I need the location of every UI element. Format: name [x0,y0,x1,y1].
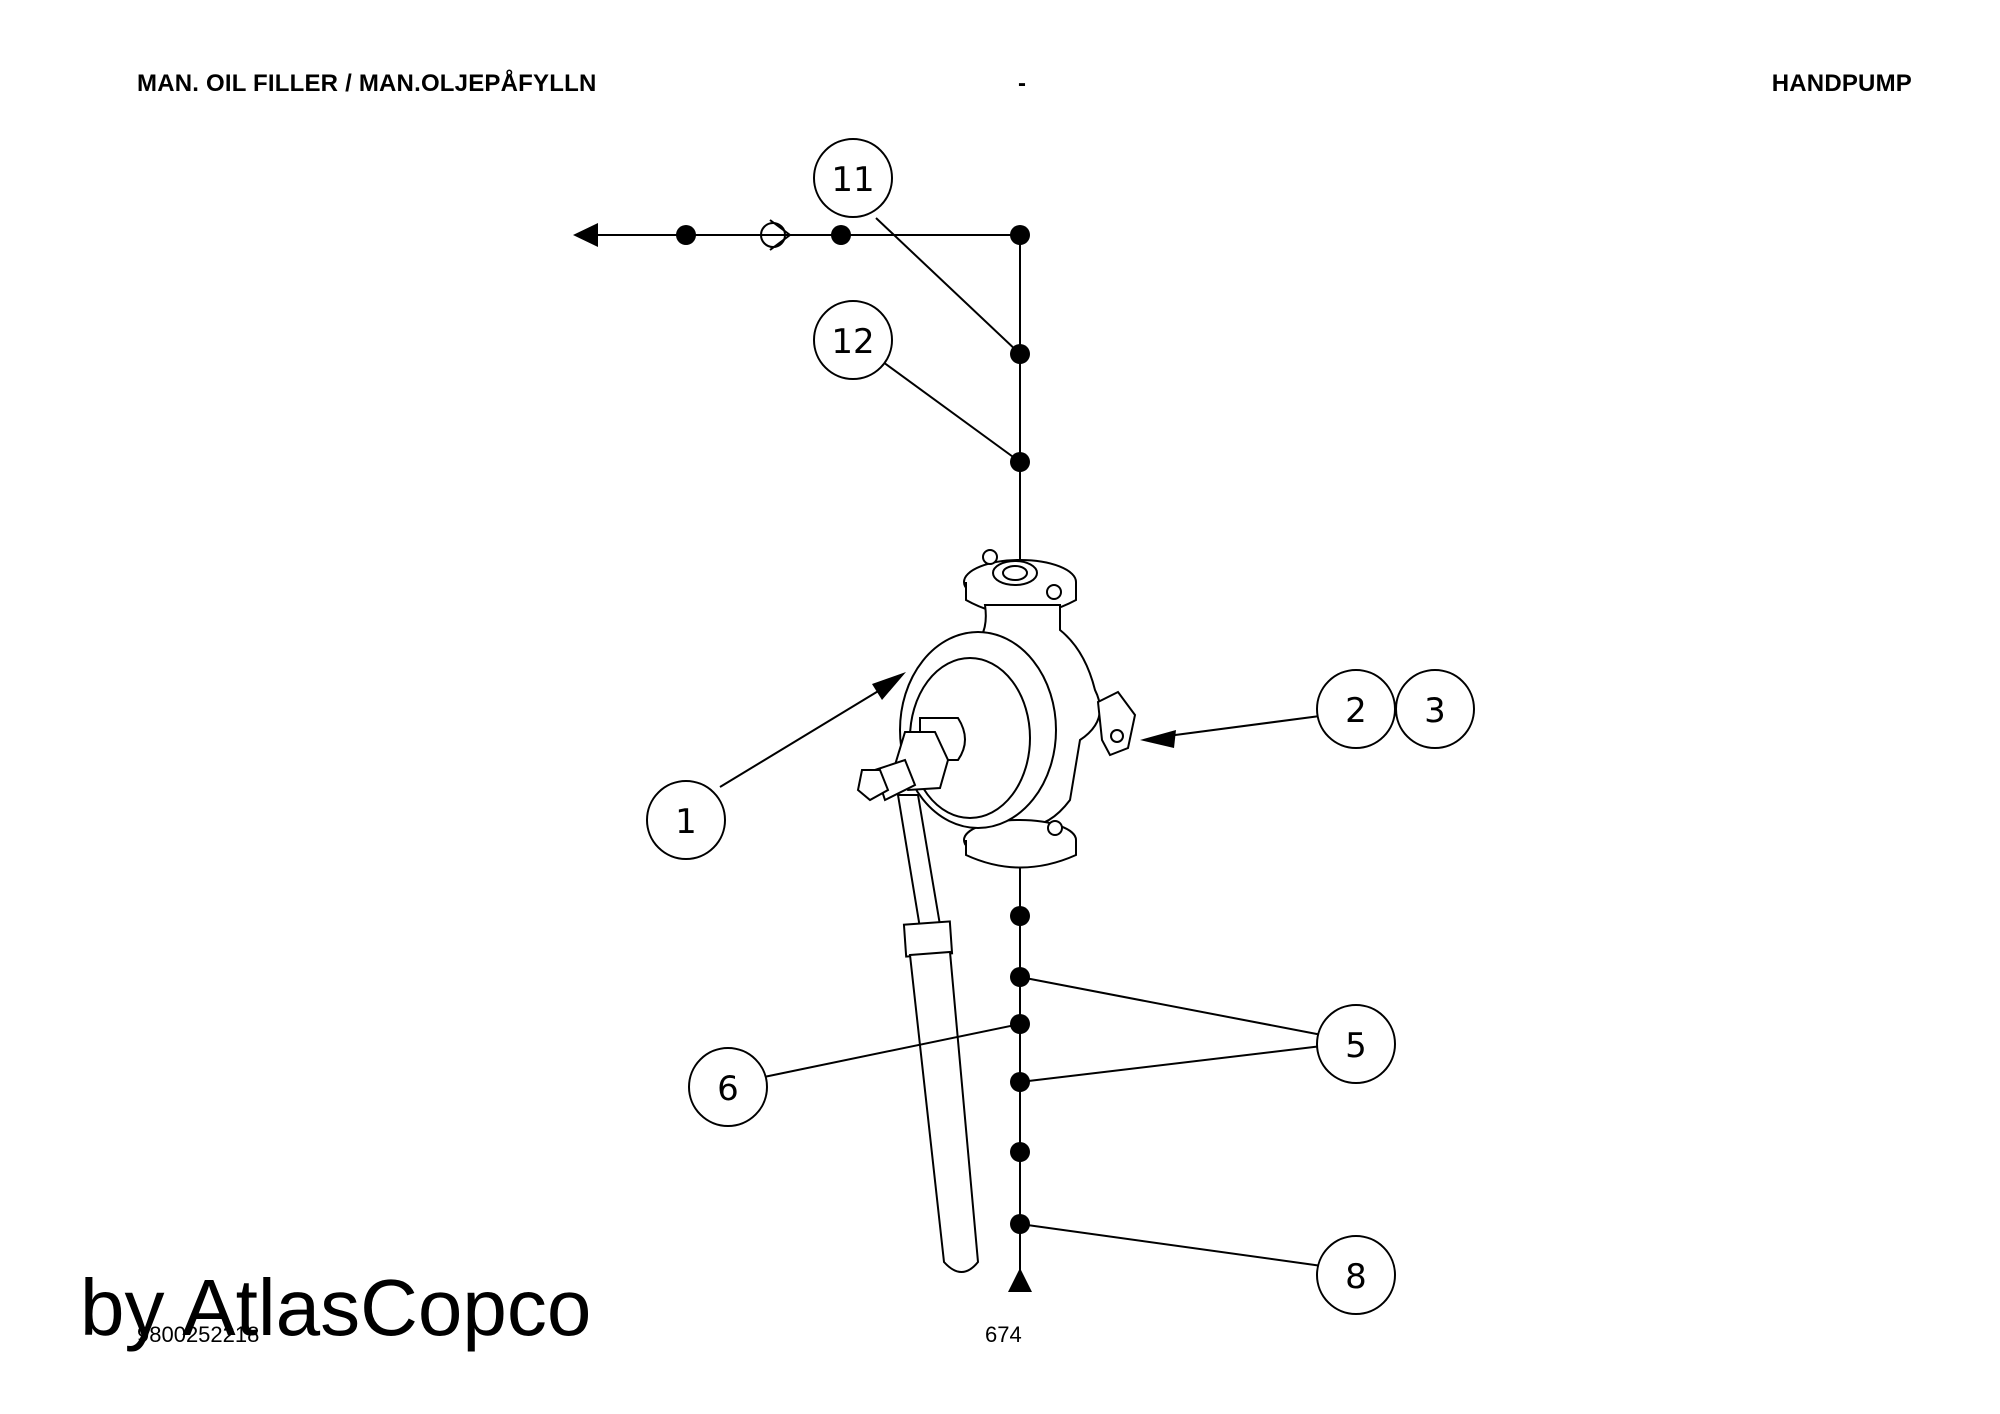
callout-1: 1 [675,802,697,842]
dot [1010,225,1030,245]
header-middle: - [1018,70,1027,97]
balloon [646,780,726,860]
balloon [1316,1004,1396,1084]
balloon [813,138,893,218]
callout-6: 6 [717,1069,739,1109]
callout-5: 5 [1345,1026,1367,1066]
callout-8: 8 [1345,1257,1367,1297]
callout-3: 3 [1424,691,1446,731]
balloon [1395,669,1475,749]
document-number: 9800252218 [137,1322,260,1347]
callout-balloons [646,138,1475,1315]
header-left-title: MAN. OIL FILLER / MAN.OLJEPÅFYLLN [137,70,597,97]
header-right-title: HANDPUMP [1771,70,1912,97]
callout-2: 2 [1345,691,1367,731]
dot [1010,1142,1030,1162]
inlet-arrow-icon [1008,1268,1032,1292]
watermark: by AtlasCopco [80,1263,592,1352]
hand-pump-body [856,549,1137,869]
leader-lines [719,217,1323,1267]
dot [831,225,851,245]
callout-12: 12 [831,322,874,362]
outlet-arrow-icon [573,223,598,247]
balloon [1316,1235,1396,1315]
dot [676,225,696,245]
leader-arrow-icon [1140,730,1176,748]
leader-arrow-icon [872,672,906,700]
check-valve-icon [760,219,792,251]
balloon [688,1047,768,1127]
balloon [813,300,893,380]
callout-11: 11 [831,160,874,200]
page-number: 674 [985,1322,1022,1347]
pump-handle [896,794,980,1273]
dot [1010,906,1030,926]
